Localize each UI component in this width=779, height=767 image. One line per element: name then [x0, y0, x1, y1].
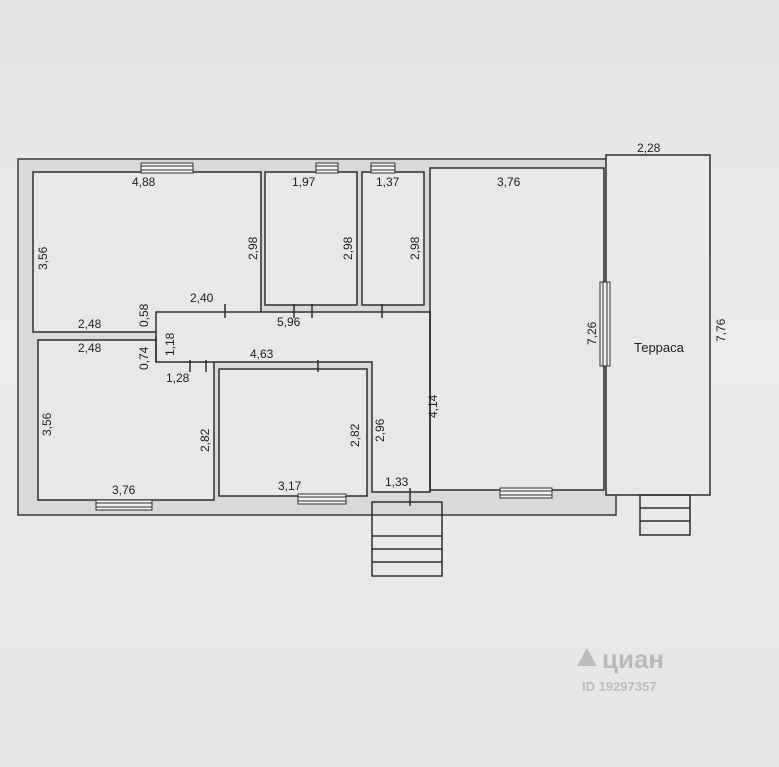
terrace-label: Терраса: [634, 340, 685, 355]
room-top-small-2: [361, 171, 425, 306]
dim-label: 2,82: [198, 428, 212, 452]
watermark-brand: циан: [602, 644, 664, 674]
window: [499, 487, 553, 499]
window: [599, 281, 611, 367]
dim-label: 2,98: [408, 236, 422, 260]
dim-label: 3,56: [40, 412, 54, 436]
dim-label: 2,98: [246, 236, 260, 260]
dim-label: 2,82: [348, 423, 362, 447]
terrace-stairs: [639, 494, 691, 536]
dim-label: 3,76: [497, 175, 521, 189]
dim-label: 2,28: [637, 141, 661, 155]
dim-label: 3,17: [278, 479, 302, 493]
room-bottom-middle: [218, 368, 368, 497]
window: [297, 493, 347, 505]
room-bottom-left: [37, 339, 215, 501]
dim-label: 4,88: [132, 175, 156, 189]
dim-label: 1,18: [163, 332, 177, 356]
dim-label: 1,33: [385, 475, 409, 489]
room-big-right: [429, 167, 605, 491]
entrance-stairs: [371, 501, 443, 577]
room-top-small-1: [264, 171, 358, 306]
dim-label: 3,56: [36, 246, 50, 270]
watermark-id: ID 19297357: [582, 679, 656, 694]
dim-label: 1,97: [292, 175, 316, 189]
dim-label: 4,63: [250, 347, 274, 361]
window: [95, 499, 153, 511]
dim-label: 2,98: [341, 236, 355, 260]
dim-label: 2,48: [78, 341, 102, 355]
watermark: циан ID 19297357: [577, 644, 664, 694]
dim-label: 1,28: [166, 371, 190, 385]
room-top-left: [32, 171, 262, 333]
dim-label: 3,76: [112, 483, 136, 497]
dim-label: 4,14: [426, 394, 440, 418]
corridor-hall: [155, 311, 431, 493]
dim-label: 7,26: [585, 321, 599, 345]
terrace-area: [605, 154, 711, 496]
window: [370, 162, 396, 174]
brand-logo-icon: [577, 648, 597, 666]
dim-label: 2,48: [78, 317, 102, 331]
dim-label: 5,96: [277, 315, 301, 329]
dim-label: 1,37: [376, 175, 400, 189]
dim-label: 2,96: [373, 418, 387, 442]
dim-label: 7,76: [714, 318, 728, 342]
dim-label: 0,74: [137, 346, 151, 370]
window: [315, 162, 339, 174]
window: [140, 162, 194, 174]
dim-label: 0,58: [137, 303, 151, 327]
dim-label: 2,40: [190, 291, 214, 305]
